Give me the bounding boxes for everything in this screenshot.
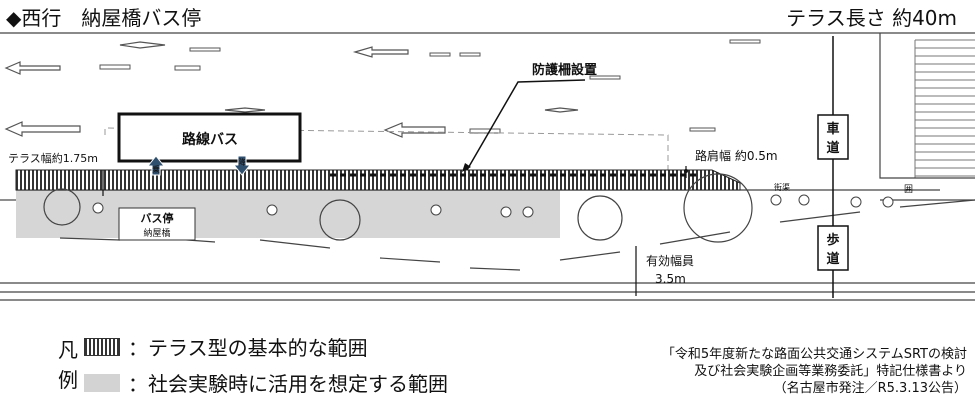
- roadway-label-2: 道: [826, 140, 839, 156]
- alighting-marker: 降: [232, 155, 252, 176]
- sidewalk-box: [817, 225, 849, 271]
- roadway-box: [817, 114, 849, 160]
- terrace-length-label: テラス長さ 約40m: [786, 6, 957, 30]
- poles: [92, 194, 894, 218]
- legend-heading-1: 凡: [58, 338, 78, 362]
- diagram-title: ◆西行 納屋橋バス停: [6, 6, 202, 30]
- effective-width-label: 有効幅員: [646, 253, 694, 268]
- roadway-label-1: 車: [826, 121, 839, 137]
- source-line-3: （名古屋市発注／R5.3.13公告）: [773, 381, 967, 396]
- sidewalk-label-2: 道: [826, 251, 839, 267]
- experiment-area: [16, 190, 560, 238]
- crosswalk-stripes: [914, 39, 975, 178]
- sidewalk-label-1: 歩: [826, 232, 839, 248]
- svg-text:降: 降: [238, 157, 246, 167]
- lane-lines: [0, 32, 975, 301]
- terrace-width-label: テラス幅約1.75m: [8, 151, 98, 165]
- effective-width-value: 3.5m: [655, 272, 686, 286]
- curb-label: 街渠: [774, 182, 790, 192]
- terrace-area: [15, 169, 741, 191]
- legend-experiment-swatch: [84, 374, 120, 392]
- shoulder-width-label: 路肩幅 約0.5m: [695, 148, 778, 163]
- bus-stop-box: [118, 207, 196, 241]
- source-line-1: 「令和5年度新たな路面公共交通システムSRTの検討: [661, 347, 967, 362]
- bus-stop-name: 納屋橋: [143, 227, 170, 239]
- svg-text:乗: 乗: [152, 164, 160, 174]
- bus-stop-label: バス停: [141, 211, 174, 225]
- legend-heading-2: 例: [58, 368, 78, 392]
- dashed-guideline: [104, 127, 669, 178]
- legend-experiment-text: ：社会実験時に活用を想定する範囲: [128, 372, 448, 396]
- legend-terrace-swatch: [84, 338, 120, 356]
- legend-terrace-text: ：テラス型の基本的な範囲: [128, 336, 368, 360]
- source-line-2: 及び社会実験企画等業務委託」特記仕様書より: [694, 364, 967, 379]
- road-plan-diagram: 路線バス 乗 降 テラス幅約1.75m 防護柵設置 路肩幅 約0.5m 街渠 囲…: [0, 32, 975, 301]
- source-note: 「令和5年度新たな路面公共交通システムSRTの検討 及び社会実験企画等業務委託」…: [662, 346, 967, 397]
- dashed-lane-marks: [99, 39, 761, 134]
- tree-circles: [43, 173, 753, 243]
- fence-label: 防護柵設置: [532, 62, 597, 78]
- bus-rectangle: [117, 112, 302, 163]
- road-arrows: [4, 41, 579, 138]
- curb-end-label: 囲: [904, 184, 913, 195]
- right-road-edge: [879, 33, 975, 201]
- bus-label: 路線バス: [182, 131, 238, 148]
- fence-pointer: [466, 79, 586, 171]
- boarding-marker: 乗: [146, 155, 166, 176]
